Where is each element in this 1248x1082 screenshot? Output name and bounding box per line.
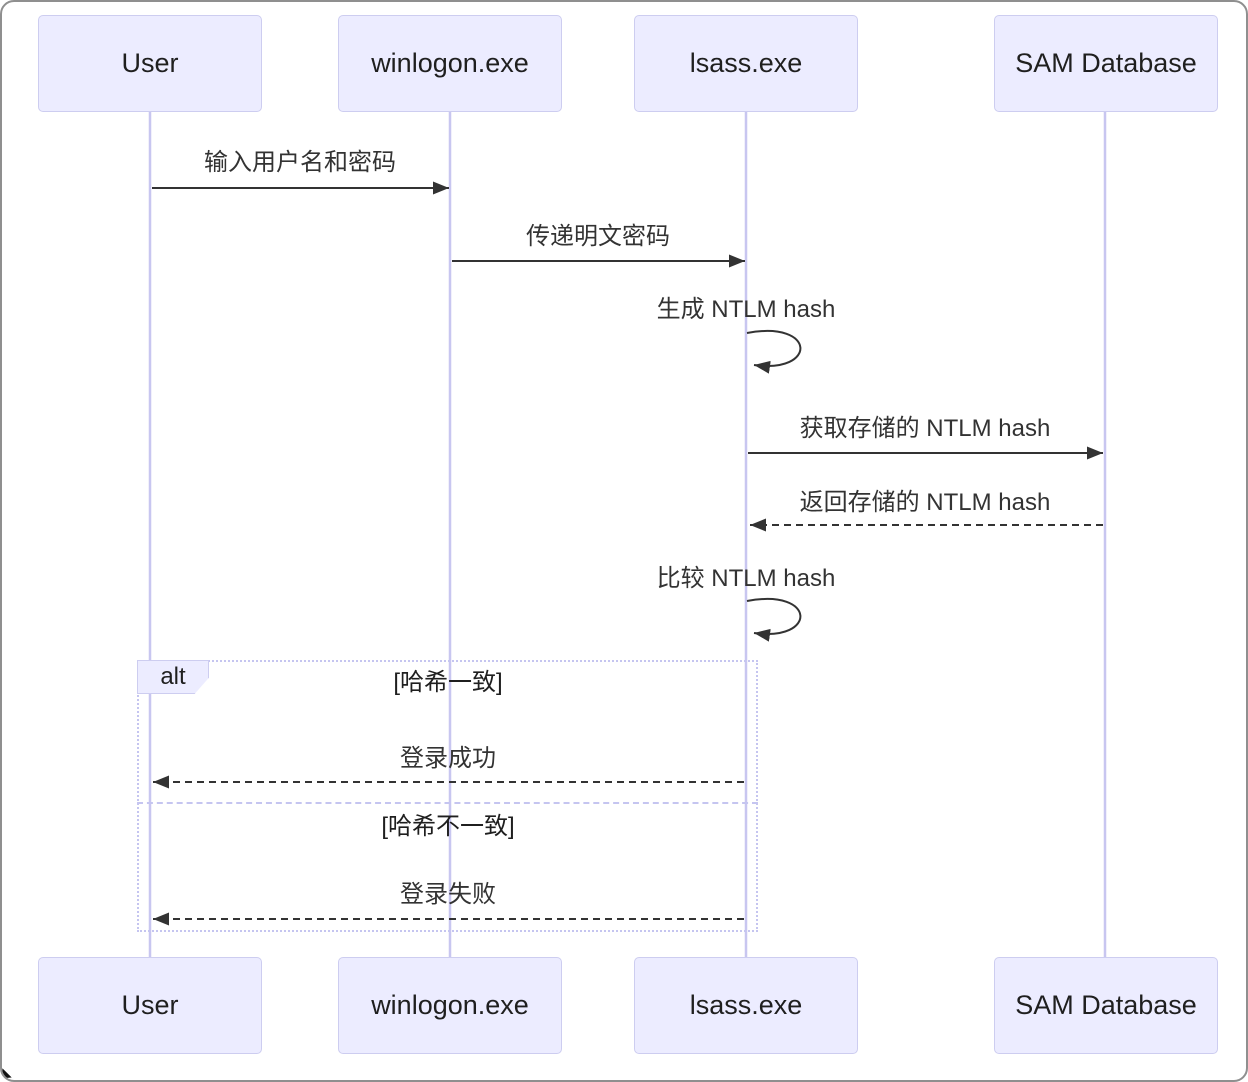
- alt-label-tab: alt: [137, 660, 209, 694]
- message-label-7: 登录成功: [400, 745, 496, 772]
- message-label-3: 生成 NTLM hash: [656, 296, 836, 323]
- actor-top-user: User: [38, 15, 262, 112]
- actor-bottom-sam: SAM Database: [994, 957, 1218, 1054]
- message-label-8: 登录失败: [400, 881, 496, 908]
- actor-label: lsass.exe: [689, 990, 803, 1020]
- actor-label: winlogon.exe: [371, 990, 529, 1020]
- alt-divider: [137, 802, 758, 804]
- actor-label: User: [121, 990, 179, 1020]
- mouse-cursor-icon: [2, 1066, 15, 1080]
- message-label-5: 返回存储的 NTLM hash: [799, 489, 1051, 516]
- message-label-4: 获取存储的 NTLM hash: [799, 415, 1051, 442]
- actor-top-winlogon: winlogon.exe: [338, 15, 562, 112]
- message-label-1: 输入用户名和密码: [204, 149, 396, 176]
- alt-label: alt: [160, 663, 186, 690]
- actor-bottom-lsass: lsass.exe: [634, 957, 858, 1054]
- message-label-2: 传递明文密码: [526, 223, 670, 250]
- actor-bottom-winlogon: winlogon.exe: [338, 957, 562, 1054]
- self-loop-arrow-2: [746, 598, 802, 642]
- actor-label: User: [121, 48, 179, 78]
- actor-label: SAM Database: [1015, 48, 1197, 78]
- actor-bottom-user: User: [38, 957, 262, 1054]
- actor-label: lsass.exe: [689, 48, 803, 78]
- alt-frame: [137, 660, 758, 932]
- message-label-6: 比较 NTLM hash: [656, 565, 836, 592]
- self-loop-arrow-1: [746, 330, 802, 374]
- actor-top-sam: SAM Database: [994, 15, 1218, 112]
- alt-condition-1: [哈希一致]: [393, 669, 503, 696]
- actor-label: winlogon.exe: [371, 48, 529, 78]
- alt-condition-2: [哈希不一致]: [381, 813, 515, 840]
- actor-top-lsass: lsass.exe: [634, 15, 858, 112]
- actor-label: SAM Database: [1015, 990, 1197, 1020]
